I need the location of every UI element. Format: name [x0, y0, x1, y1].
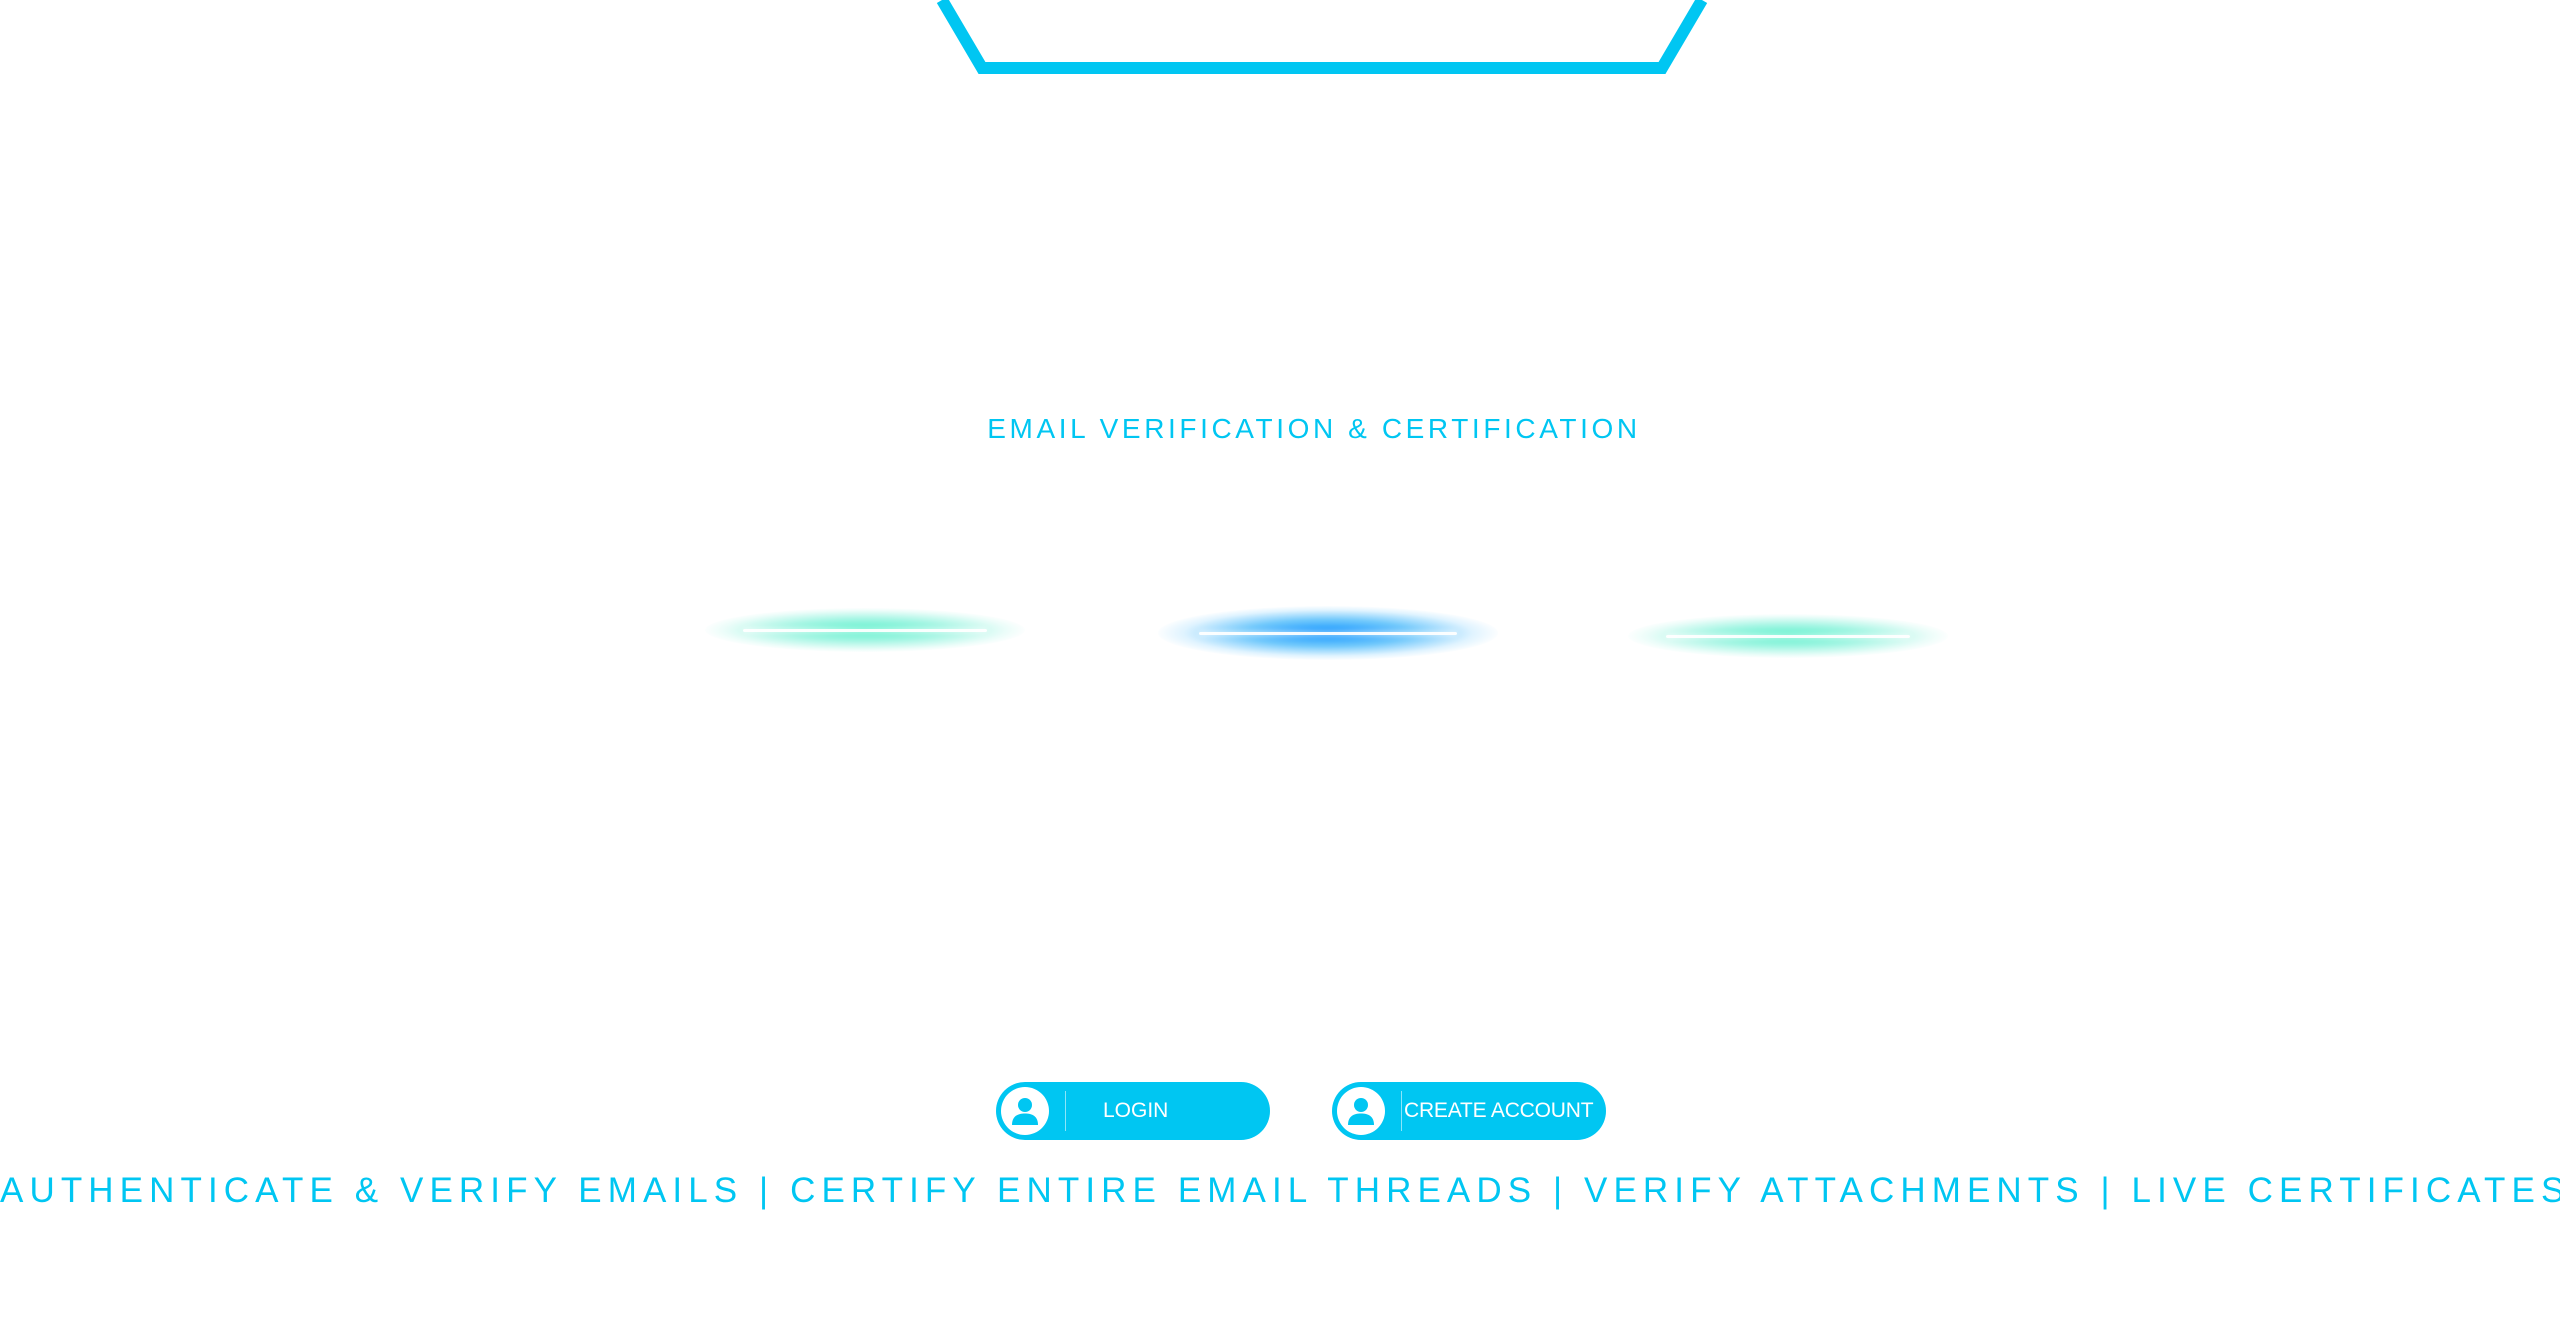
create-account-button-divider — [1401, 1091, 1402, 1131]
create-account-button[interactable]: CREATE ACCOUNT — [1332, 1082, 1606, 1140]
left-glow-light — [705, 608, 1025, 652]
user-avatar-icon-glyph — [1012, 1098, 1038, 1125]
user-avatar-icon — [1337, 1087, 1385, 1135]
right-glow-core — [1666, 635, 1910, 638]
center-glow-light — [1158, 606, 1498, 660]
tagline: EMAIL VERIFICATION & CERTIFICATION — [987, 413, 1641, 444]
login-button-label: LOGIN — [1103, 1099, 1169, 1122]
hexagon-frame-outline — [936, 0, 1708, 74]
create-account-button-label: CREATE ACCOUNT — [1404, 1099, 1594, 1122]
right-glow-light — [1628, 614, 1948, 658]
features-line: AUTHENTICATE & VERIFY EMAILS | CERTIFY E… — [0, 1171, 2560, 1210]
user-avatar-icon-glyph — [1348, 1098, 1374, 1125]
user-avatar-icon — [1001, 1087, 1049, 1135]
hexagon-logo-frame — [936, 0, 1708, 74]
center-glow-core — [1198, 632, 1458, 635]
left-glow-core — [743, 629, 987, 632]
login-button[interactable]: LOGIN — [996, 1082, 1270, 1140]
login-button-divider — [1065, 1091, 1066, 1131]
